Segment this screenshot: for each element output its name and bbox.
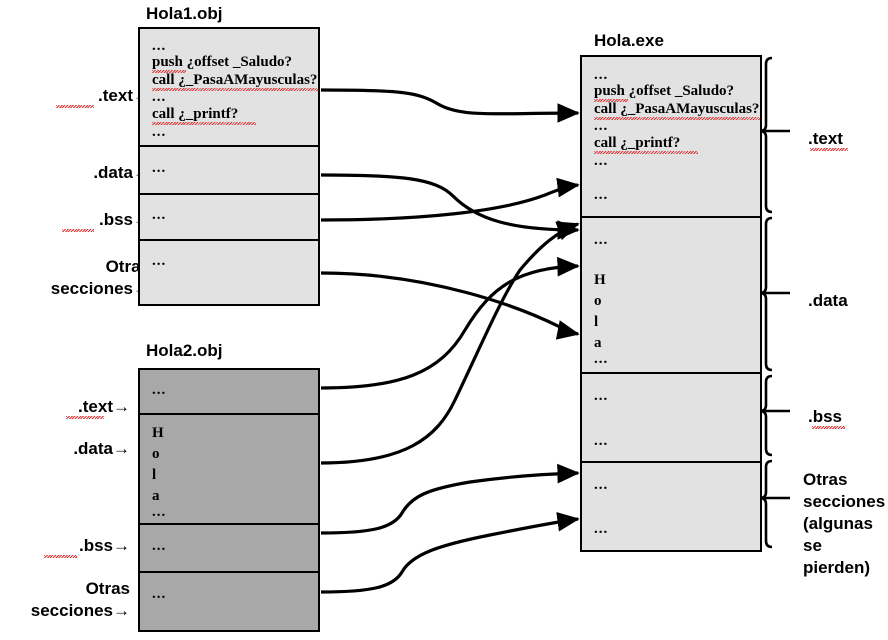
code-line: call ¿_PasaAMayusculas? xyxy=(594,101,760,117)
data-char: a xyxy=(594,335,602,351)
holaexe-label-bss: .bss xyxy=(808,407,843,426)
connector-hola2-bss xyxy=(320,463,580,535)
code-line: ... xyxy=(152,124,167,140)
hola2-label-data: .data→ xyxy=(73,439,130,458)
connector-hola1-bss xyxy=(320,177,580,222)
code-line: ... xyxy=(152,253,167,269)
hola1-label-data: .data→ xyxy=(93,163,150,182)
brace-bss xyxy=(759,374,790,457)
holaexe-title: Hola.exe xyxy=(594,31,664,50)
hola1-label-otras-line1: Otras xyxy=(105,257,150,276)
spellcheck-underline xyxy=(812,426,845,429)
hola2-section-bss: ... xyxy=(140,523,318,571)
code-line: ... xyxy=(152,89,167,105)
code-line: ... xyxy=(152,160,167,176)
code-line: ... xyxy=(594,351,609,367)
hola2-section-otras: ... xyxy=(140,571,318,630)
data-char: l xyxy=(594,314,599,330)
hola1-label-text: .text→ xyxy=(98,86,150,105)
holaexe-label-otras-line4: se xyxy=(803,536,822,555)
spellcheck-underline xyxy=(810,148,848,151)
brace-data xyxy=(759,216,790,372)
connector-hola1-otras xyxy=(320,271,580,340)
code-line: call ¿_printf? xyxy=(152,106,239,122)
hola1-section-bss: ... xyxy=(140,193,318,239)
hola2-label-otras-line2: secciones→ xyxy=(30,601,130,620)
hola1-label-bss: .bss→ xyxy=(98,210,150,229)
data-char: H xyxy=(152,425,164,441)
spellcheck-underline xyxy=(152,70,186,73)
code-line: ... xyxy=(594,232,609,248)
code-line: ... xyxy=(152,207,167,223)
code-line: ... xyxy=(594,67,609,83)
hola1-section-text: ... push ¿offset _Saludo? call ¿_PasaAMa… xyxy=(140,29,318,145)
holaexe-section-data: ... H o l a ... xyxy=(582,216,760,372)
code-line: call ¿_PasaAMayusculas? xyxy=(152,72,318,88)
hola2-label-bss: .bss→ xyxy=(78,536,130,555)
holaexe-section-text: ... push ¿offset _Saludo? call ¿_PasaAMa… xyxy=(582,57,760,216)
hola1-section-data: ... xyxy=(140,145,318,193)
code-line: call ¿_printf? xyxy=(594,135,681,151)
spellcheck-underline xyxy=(62,229,94,232)
data-char: o xyxy=(152,446,160,462)
hola2-box: ... H o l a ... ... ... xyxy=(138,368,320,632)
connector-hola2-text xyxy=(320,256,580,390)
code-line: ... xyxy=(152,586,167,602)
code-line: push ¿offset _Saludo? xyxy=(152,54,293,70)
spellcheck-underline xyxy=(594,151,698,154)
spellcheck-underline xyxy=(66,416,104,419)
hola1-box: ... push ¿offset _Saludo? call ¿_PasaAMa… xyxy=(138,27,320,306)
hola2-label-text: .text→ xyxy=(78,397,130,416)
data-char: o xyxy=(594,293,602,309)
code-line: ... xyxy=(594,433,609,449)
code-line: ... xyxy=(594,388,609,404)
connector-hola2-otras xyxy=(320,512,580,594)
data-char: H xyxy=(594,272,606,288)
code-line: ... xyxy=(152,382,167,398)
connector-hola2-data xyxy=(320,221,580,465)
hola1-label-otras-line2: secciones→ xyxy=(50,279,150,298)
holaexe-label-text: .text xyxy=(808,129,843,148)
code-line: ... xyxy=(594,153,609,169)
holaexe-label-otras-line5: pierden) xyxy=(803,558,871,577)
spellcheck-underline xyxy=(56,105,94,108)
holaexe-label-otras-line3: (algunas xyxy=(803,514,873,533)
code-line: ... xyxy=(152,538,167,554)
code-line: ... xyxy=(594,521,609,537)
hola2-section-data: H o l a ... xyxy=(140,413,318,523)
spellcheck-underline xyxy=(152,122,256,125)
code-line: ... xyxy=(594,187,609,203)
spellcheck-underline xyxy=(152,88,318,91)
connector-hola1-data xyxy=(320,173,580,240)
hola1-title: Hola1.obj xyxy=(146,4,223,23)
spellcheck-underline xyxy=(594,117,760,120)
brace-text xyxy=(759,56,790,214)
holaexe-label-otras-line2: secciones xyxy=(803,492,886,511)
code-line: ... xyxy=(152,504,167,520)
data-char: a xyxy=(152,488,160,504)
code-line: ... xyxy=(152,38,167,54)
spellcheck-underline xyxy=(594,99,628,102)
code-line: ... xyxy=(594,118,609,134)
hola2-title: Hola2.obj xyxy=(146,341,223,360)
hola1-section-otras: ... xyxy=(140,239,318,304)
code-line: ... xyxy=(594,477,609,493)
holaexe-box: ... push ¿offset _Saludo? call ¿_PasaAMa… xyxy=(580,55,762,552)
data-char: l xyxy=(152,467,157,483)
spellcheck-underline xyxy=(44,555,77,558)
hola2-label-otras-line1: Otras xyxy=(85,579,130,598)
holaexe-section-otras: ... ... xyxy=(582,461,760,550)
code-line: push ¿offset _Saludo? xyxy=(594,83,735,99)
holaexe-section-bss: ... ... xyxy=(582,372,760,461)
hola2-section-text: ... xyxy=(140,370,318,413)
holaexe-label-otras-line1: Otras xyxy=(803,470,848,489)
holaexe-label-data: .data xyxy=(808,291,848,310)
brace-otras xyxy=(759,459,790,549)
connector-hola1-text xyxy=(320,88,580,123)
